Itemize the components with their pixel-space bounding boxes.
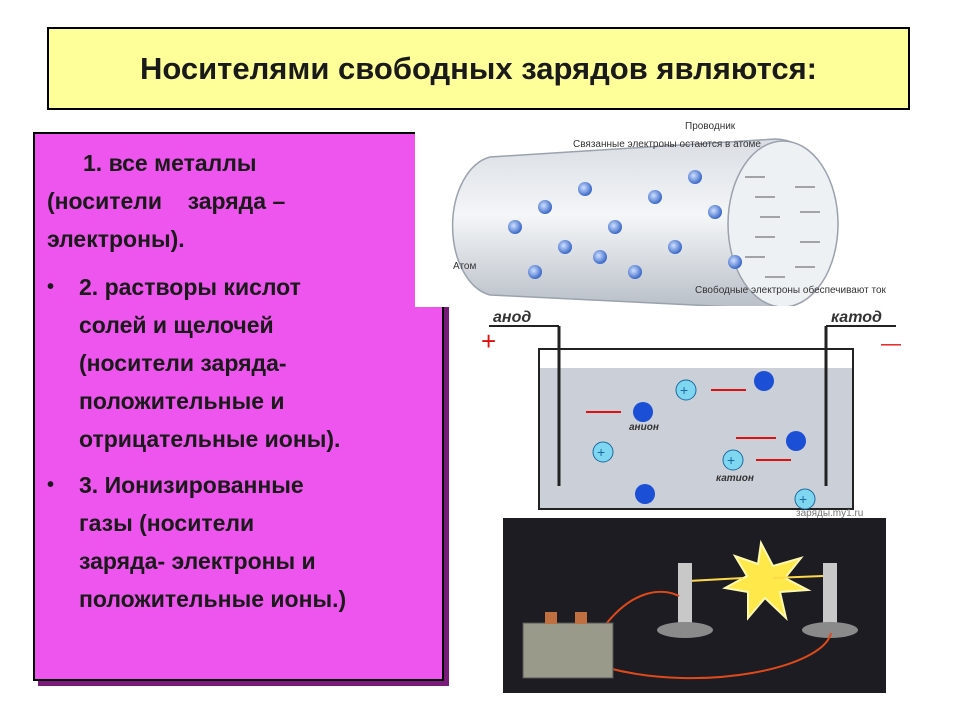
content-panel: 1. все металлы (носители заряда – электр…: [33, 132, 444, 681]
label-bound-electrons: Связанные электроны остаются в атоме: [573, 139, 761, 150]
item-metals-line3: электроны).: [47, 226, 185, 252]
left-electrode-stand: [657, 563, 713, 638]
bullet-line: отрицательные ионы).: [79, 426, 341, 452]
label-atom: Атом: [453, 261, 476, 272]
svg-text:+: +: [799, 491, 807, 507]
label-conductor: Проводник: [685, 121, 736, 132]
bullet-line: солей и щелочей: [79, 312, 274, 338]
battery-icon: [522, 612, 614, 679]
bullet-line: положительные и: [79, 388, 285, 414]
free-electrons: [745, 176, 820, 278]
watermark: заряды.my1.ru: [796, 508, 863, 518]
bullet-gases: • 3. Ионизированные газы (носители заряд…: [47, 466, 432, 618]
slide-title: Носителями свободных зарядов являются:: [139, 50, 818, 86]
item-metals: 1. все металлы (носители заряда – электр…: [47, 144, 432, 258]
bullet-line: 2. растворы кислот: [79, 274, 301, 300]
bullet-dot-icon: •: [47, 474, 55, 496]
ionized-gas-illustration: [503, 518, 886, 693]
vessel-outline: [538, 348, 854, 510]
bullet-line: 3. Ионизированные: [79, 472, 304, 498]
wire-right: [607, 632, 832, 680]
cation-label: катион: [716, 473, 754, 484]
electrolysis-svg: анод катод + — + + + + анион катион заря…: [481, 309, 901, 518]
ion-arrows: [586, 389, 791, 461]
conductor-svg: Связанные электроны остаются в атоме Про…: [451, 121, 887, 307]
electrolysis-illustration: анод катод + — + + + + анион катион заря…: [471, 306, 911, 518]
svg-text:+: +: [727, 452, 735, 468]
bullet-line: заряда- электроны и: [79, 548, 316, 574]
minus-sign: —: [881, 333, 901, 355]
arc: [687, 575, 824, 582]
spark-icon: [722, 539, 812, 622]
svg-text:+: +: [597, 444, 605, 460]
atoms: [508, 170, 742, 279]
bullet-line: (носители заряда-: [79, 350, 287, 376]
anion-label: анион: [629, 422, 659, 433]
label-free-electrons: Свободные электроны обеспечивают ток: [695, 284, 887, 296]
title-banner: Носителями свободных зарядов являются:: [47, 27, 910, 110]
bullet-solutions: • 2. растворы кислот солей и щелочей (но…: [47, 268, 432, 458]
bullet-line: газы (носители: [79, 510, 255, 536]
wire-left: [602, 590, 680, 629]
bullet-dot-icon: •: [47, 276, 55, 298]
right-electrode-stand: [802, 563, 858, 638]
gas-svg: [503, 518, 886, 693]
plus-sign: +: [481, 326, 496, 356]
cylinder-end: [727, 140, 839, 307]
cathode-label: катод: [831, 309, 882, 326]
bullet-line: положительные ионы.): [79, 586, 347, 612]
anode-label: анод: [493, 309, 531, 326]
conductor-illustration: Связанные электроны остаются в атоме Про…: [415, 117, 887, 307]
item-metals-line2: (носители заряда –: [47, 188, 286, 214]
ions: + + + +: [592, 371, 816, 510]
item-metals-line1: 1. все металлы: [83, 150, 257, 176]
svg-text:+: +: [680, 382, 688, 398]
